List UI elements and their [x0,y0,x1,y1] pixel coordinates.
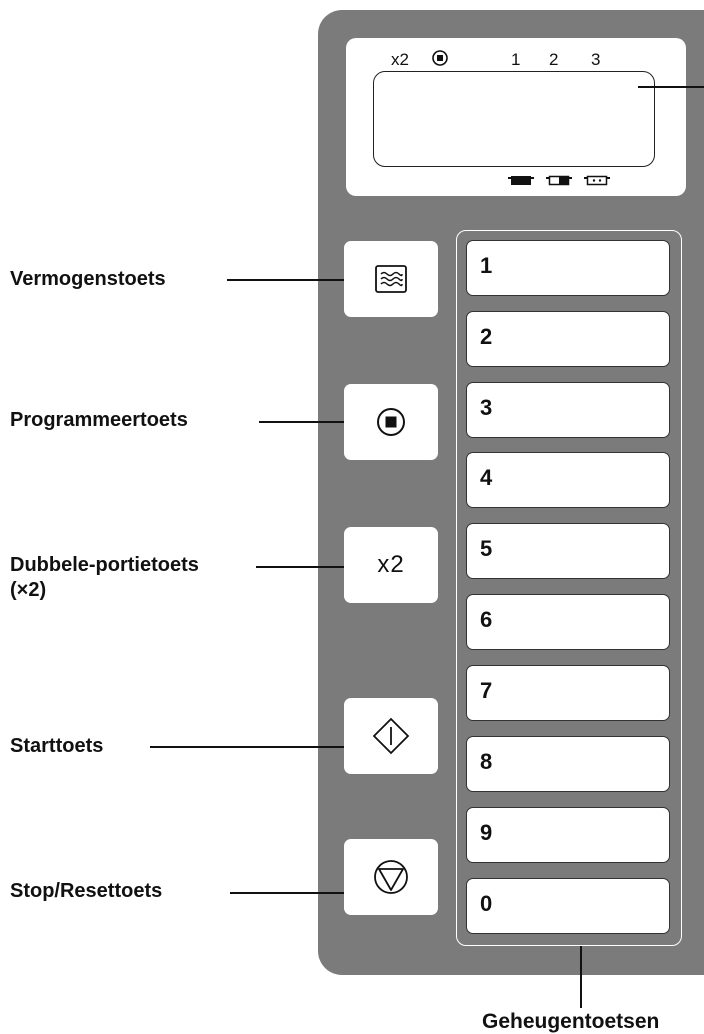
lcd-screen [373,71,655,167]
memory-key-9[interactable]: 9 [466,807,670,863]
program-leader-line [259,421,344,423]
memory-key-4[interactable]: 4 [466,452,670,508]
double-portion-key-label-2: (×2) [10,579,47,601]
triangle-circle-stop-icon [374,860,408,894]
pot-empty-icon [584,175,610,186]
double-portion-key-label: Dubbele-portietoets [10,554,199,576]
memory-keys-frame [456,230,682,946]
display-stage-2: 2 [549,50,559,69]
stop-leader-line [230,892,344,894]
memory-key-1[interactable]: 1 [466,240,670,296]
start-key-label: Starttoets [10,735,104,757]
display-x2-indicator: x2 [391,50,409,69]
double-portion-button-label: x2 [377,551,405,578]
circle-square-icon [377,408,405,436]
stop-key-label: Stop/Resettoets [10,880,163,902]
display-program-icon [432,50,448,66]
memory-key-3[interactable]: 3 [466,382,670,438]
memory-key-2[interactable]: 2 [466,311,670,367]
memory-key-6[interactable]: 6 [466,594,670,650]
power-button[interactable] [344,241,438,317]
diamond-start-icon [372,717,410,755]
memory-leader-line [580,946,582,1008]
power-key-label: Vermogenstoets [10,268,166,290]
display-stage-1: 1 [511,50,521,69]
pot-full-icon [508,176,534,185]
start-button[interactable] [344,698,438,774]
pot-half-icon [546,175,572,186]
memory-key-5[interactable]: 5 [466,523,670,579]
memory-key-8[interactable]: 8 [466,736,670,792]
double-portion-leader-line [256,566,344,568]
stop-reset-button[interactable] [344,839,438,915]
double-portion-button[interactable]: x2 [344,527,438,603]
display-window [346,38,686,196]
power-leader-line [227,279,344,281]
start-leader-line [150,746,344,748]
memory-keys-label: Geheugentoetsen [482,1010,660,1033]
memory-key-0[interactable]: 0 [466,878,670,934]
microwave-waves-icon [375,265,407,293]
program-button[interactable] [344,384,438,460]
display-leader-line [638,86,704,88]
display-stage-3: 3 [591,50,601,69]
memory-key-7[interactable]: 7 [466,665,670,721]
program-key-label: Programmeertoets [10,409,188,431]
